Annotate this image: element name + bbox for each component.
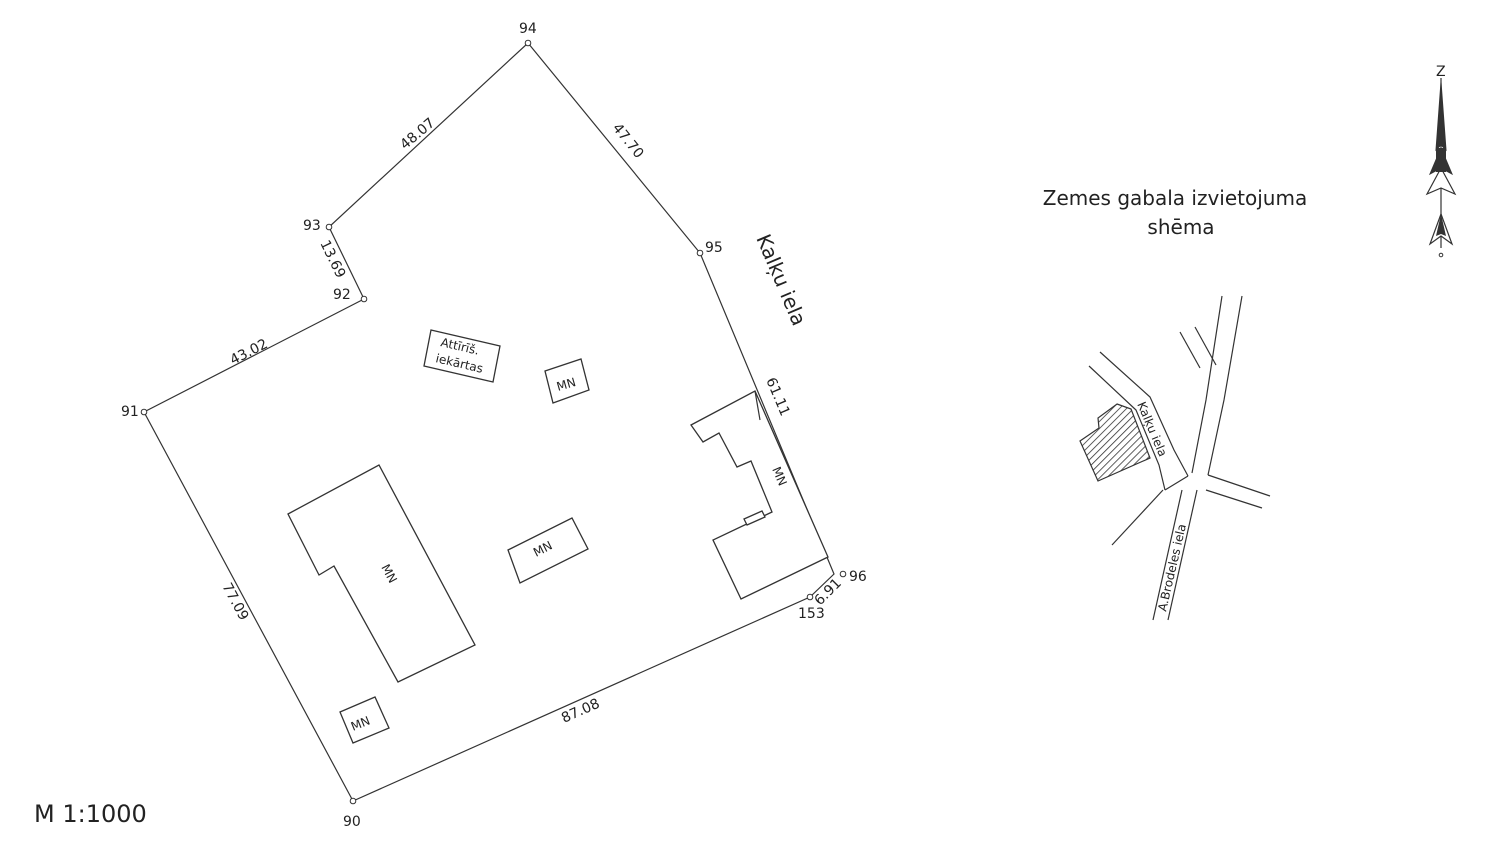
point-id: 96	[849, 569, 867, 585]
building	[544, 358, 590, 404]
boundary-point[interactable]	[524, 39, 532, 47]
building-label: MN	[769, 465, 789, 488]
segment-length: 43.02	[228, 336, 271, 368]
street-edge	[1167, 489, 1198, 621]
street-edge	[1179, 331, 1201, 369]
building-annex	[743, 510, 766, 526]
treatment-facility	[423, 329, 501, 383]
boundary-point[interactable]	[349, 797, 357, 805]
north-arrow-icon	[1425, 78, 1457, 258]
point-id: 93	[303, 218, 321, 234]
segment-length: 47.70	[609, 120, 647, 161]
street-edge	[1191, 295, 1223, 474]
street-edge	[1207, 295, 1243, 476]
street-edge	[1111, 489, 1164, 546]
point-id: 90	[343, 814, 361, 830]
segment-length: 6.91	[812, 575, 845, 608]
building	[690, 390, 829, 600]
north-label: Z	[1436, 64, 1446, 80]
street-edge	[1088, 365, 1166, 491]
boundary-point[interactable]	[325, 223, 333, 231]
location-scheme-map	[1079, 295, 1271, 621]
point-id: 92	[333, 287, 351, 303]
boundary-point[interactable]	[806, 593, 814, 601]
building-label: MN	[349, 714, 372, 734]
boundary-point[interactable]	[360, 295, 368, 303]
boundary-point[interactable]	[696, 249, 704, 257]
street-edge	[1164, 475, 1189, 491]
boundary-points	[140, 39, 847, 805]
boundary-point[interactable]	[839, 570, 847, 578]
scale-label: M 1:1000	[34, 800, 147, 828]
street-edge	[1099, 351, 1189, 477]
boundary-point[interactable]	[140, 408, 148, 416]
scheme-title: shēma	[1147, 215, 1214, 239]
segment-length: 13.69	[316, 238, 348, 281]
segment-length: 87.08	[559, 696, 602, 727]
street-edge	[1194, 326, 1217, 366]
street-edge	[1207, 474, 1271, 497]
street-edge	[1205, 489, 1263, 509]
building	[507, 517, 589, 584]
building-label: MN	[555, 375, 577, 394]
point-id: 95	[705, 240, 723, 256]
point-id: 94	[519, 21, 537, 37]
point-id: 91	[121, 404, 139, 420]
building	[339, 696, 390, 744]
segment-length: 48.07	[397, 115, 438, 153]
building	[287, 464, 476, 683]
parcel-location-marker	[1079, 403, 1151, 482]
point-id: 153	[798, 606, 825, 622]
scheme-title: Zemes gabala izvietojuma	[1043, 186, 1307, 210]
street-label: Kalķu iela	[751, 231, 811, 330]
street-edge	[1152, 489, 1183, 621]
building-edge	[754, 390, 761, 421]
